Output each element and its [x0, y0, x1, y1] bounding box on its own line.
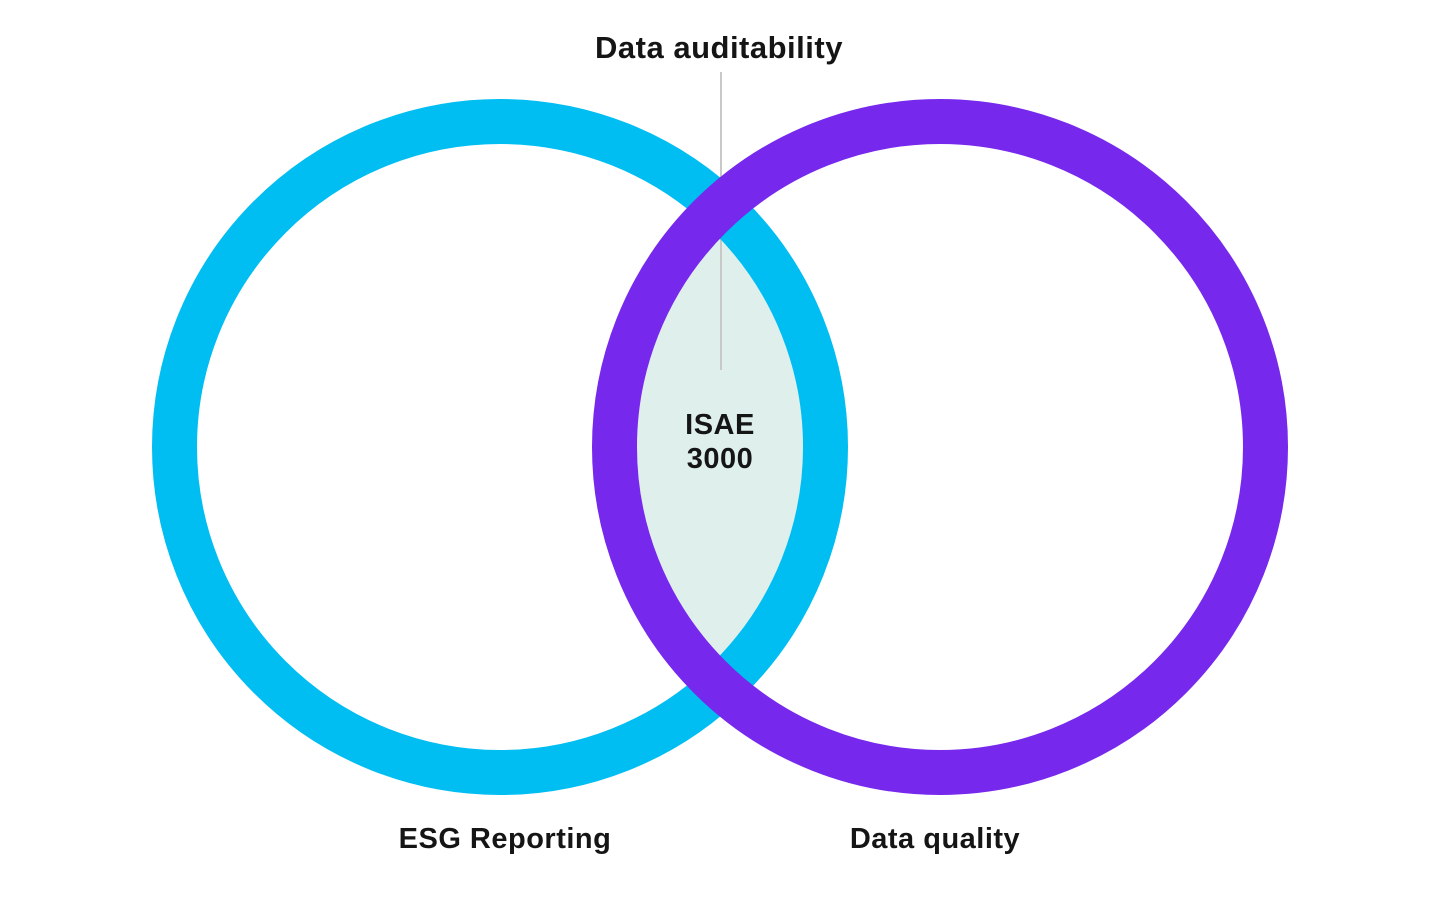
- data-quality-label: Data quality: [849, 823, 1021, 855]
- intersection-label: ISAE 3000: [685, 408, 755, 476]
- intersection-label-line2: 3000: [686, 443, 754, 475]
- esg-reporting-circle: [152, 99, 848, 795]
- data-quality-circle: [592, 99, 1288, 795]
- esg-reporting-label: ESG Reporting: [398, 823, 612, 855]
- intersection-label-line1: ISAE: [685, 409, 755, 441]
- diagram-title: Data auditability: [595, 30, 843, 65]
